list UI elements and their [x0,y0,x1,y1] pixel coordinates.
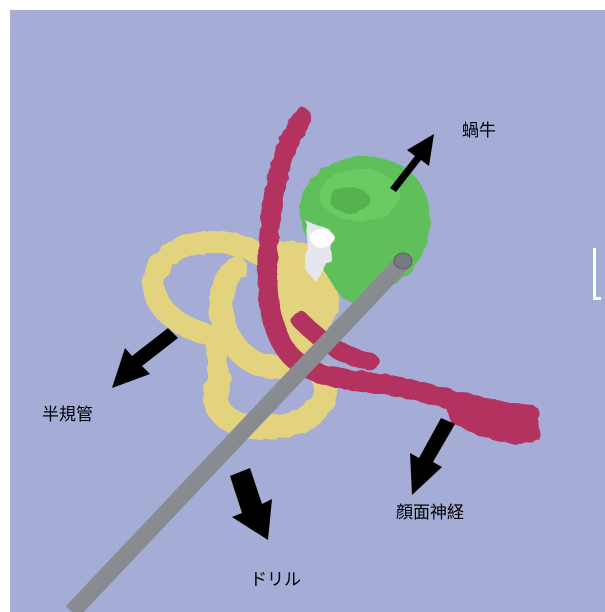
facial-nerve-arrow-icon [410,418,455,495]
cochlea-label: 蝸牛 [462,116,496,141]
drill-model [72,253,412,612]
clipped-panel-edge [593,248,601,300]
anatomy-render [10,10,605,612]
semicircular-canals-label: 半規管 [42,400,93,425]
drill-arrow-icon [230,468,272,540]
semicircular-canals-arrow-icon [112,328,178,388]
drill-label: ドリル [250,565,301,590]
facial-nerve-label: 顔面神経 [396,498,464,523]
3d-render-viewport [10,10,605,612]
